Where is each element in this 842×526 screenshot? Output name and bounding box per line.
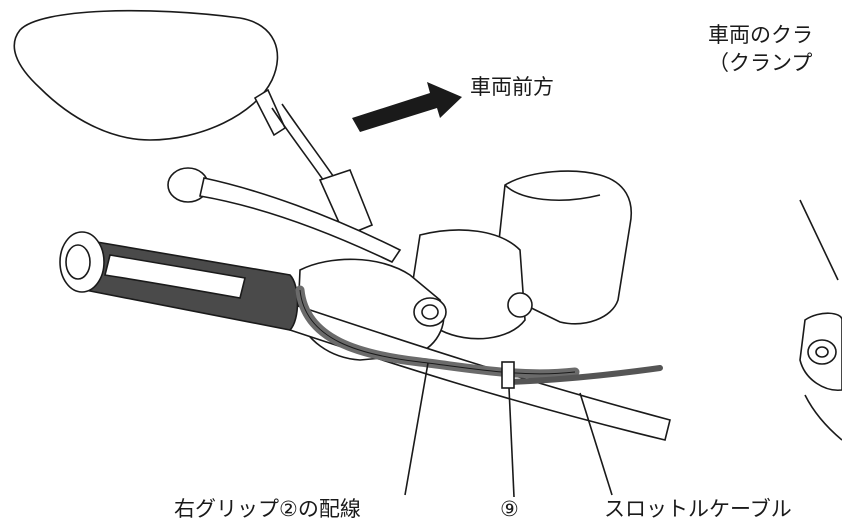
brake-lever xyxy=(167,167,402,264)
throttle-cable-label: スロットルケーブル xyxy=(604,497,792,521)
leader-lines xyxy=(404,362,613,498)
vehicle-front-label: 車両前方 xyxy=(470,75,554,99)
throttle-cable xyxy=(507,365,663,385)
forward-arrow-icon xyxy=(352,82,462,132)
top-right-note-line2: （クランプ xyxy=(708,51,813,75)
top-right-note-line1: 車両のクラ xyxy=(708,23,813,47)
right-side-parts xyxy=(799,199,842,441)
callout-9-label: ⑨ xyxy=(500,497,519,521)
right-grip-wiring-label: 右グリップ②の配線 xyxy=(174,497,361,521)
mirror xyxy=(13,9,374,238)
cable-tie xyxy=(501,361,515,389)
right-grip xyxy=(59,231,299,331)
